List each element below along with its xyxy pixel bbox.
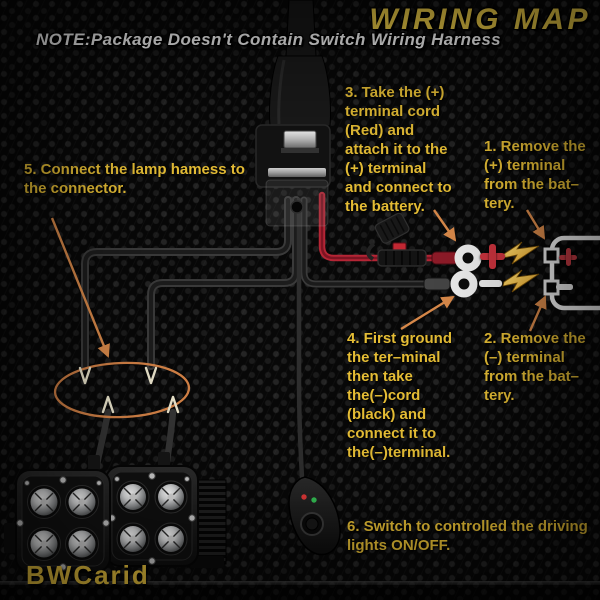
red-positive-wire	[318, 191, 440, 262]
battery-positive-post	[543, 247, 560, 264]
connector-highlight-ellipse	[53, 361, 191, 419]
led-pod-light-left	[4, 455, 111, 576]
step-3-text: 3. Take the (+) terminal cord (Red) and …	[345, 84, 452, 215]
step-4-text: 4. First ground the ter–minal then take …	[347, 330, 452, 461]
positive-ring-terminal	[454, 244, 482, 272]
positive-symbol	[480, 244, 505, 269]
lightning-bolt-icon	[502, 269, 540, 293]
note-text: NOTE:Package Doesn't Contain Switch Wiri…	[36, 30, 502, 49]
inline-fuse-holder	[366, 212, 427, 267]
arrow-step3	[433, 209, 457, 242]
arrow-step4	[400, 295, 455, 331]
step-5-text: 5. Connect the lamp hamess to the connec…	[24, 161, 245, 197]
brand-logo: BWCarid	[26, 560, 150, 590]
switch-wire	[296, 197, 305, 481]
battery-positive-symbol	[559, 248, 577, 266]
relay-box	[255, 124, 331, 227]
arrow-step5	[50, 217, 110, 358]
negative-ring-terminal	[450, 270, 478, 298]
switch-red-led	[301, 494, 307, 500]
power-cable	[269, 0, 331, 127]
remote-switch	[288, 476, 341, 556]
screws	[16, 476, 110, 571]
wire-harness	[81, 191, 440, 481]
floor-highlight	[0, 581, 600, 585]
arrow-step1	[525, 209, 546, 240]
black-negative-wire	[300, 196, 430, 288]
callout-arrows	[50, 209, 547, 358]
step-6-text: 6. Switch to controlled the driving ligh…	[347, 518, 588, 554]
lightning-bolt-icon	[502, 241, 540, 265]
switch-green-led	[311, 497, 317, 503]
led-lens	[27, 485, 99, 561]
battery-negative-symbol	[556, 284, 573, 290]
arrow-step2	[528, 295, 547, 332]
step-2-text: 2. Remove the (–) terminal from the bat–…	[484, 330, 586, 404]
floor-shadow	[0, 585, 600, 600]
negative-symbol	[479, 280, 502, 287]
page-title: WIRING MAP	[369, 3, 591, 36]
relay-metal-clip	[268, 168, 326, 177]
bullet-connectors	[78, 366, 180, 414]
led-lens	[116, 480, 188, 556]
step-1-text: 1. Remove the (+) terminal from the bat–…	[484, 138, 586, 212]
relay-terminal-tab	[283, 130, 317, 149]
led-pod-light-right	[105, 452, 227, 568]
